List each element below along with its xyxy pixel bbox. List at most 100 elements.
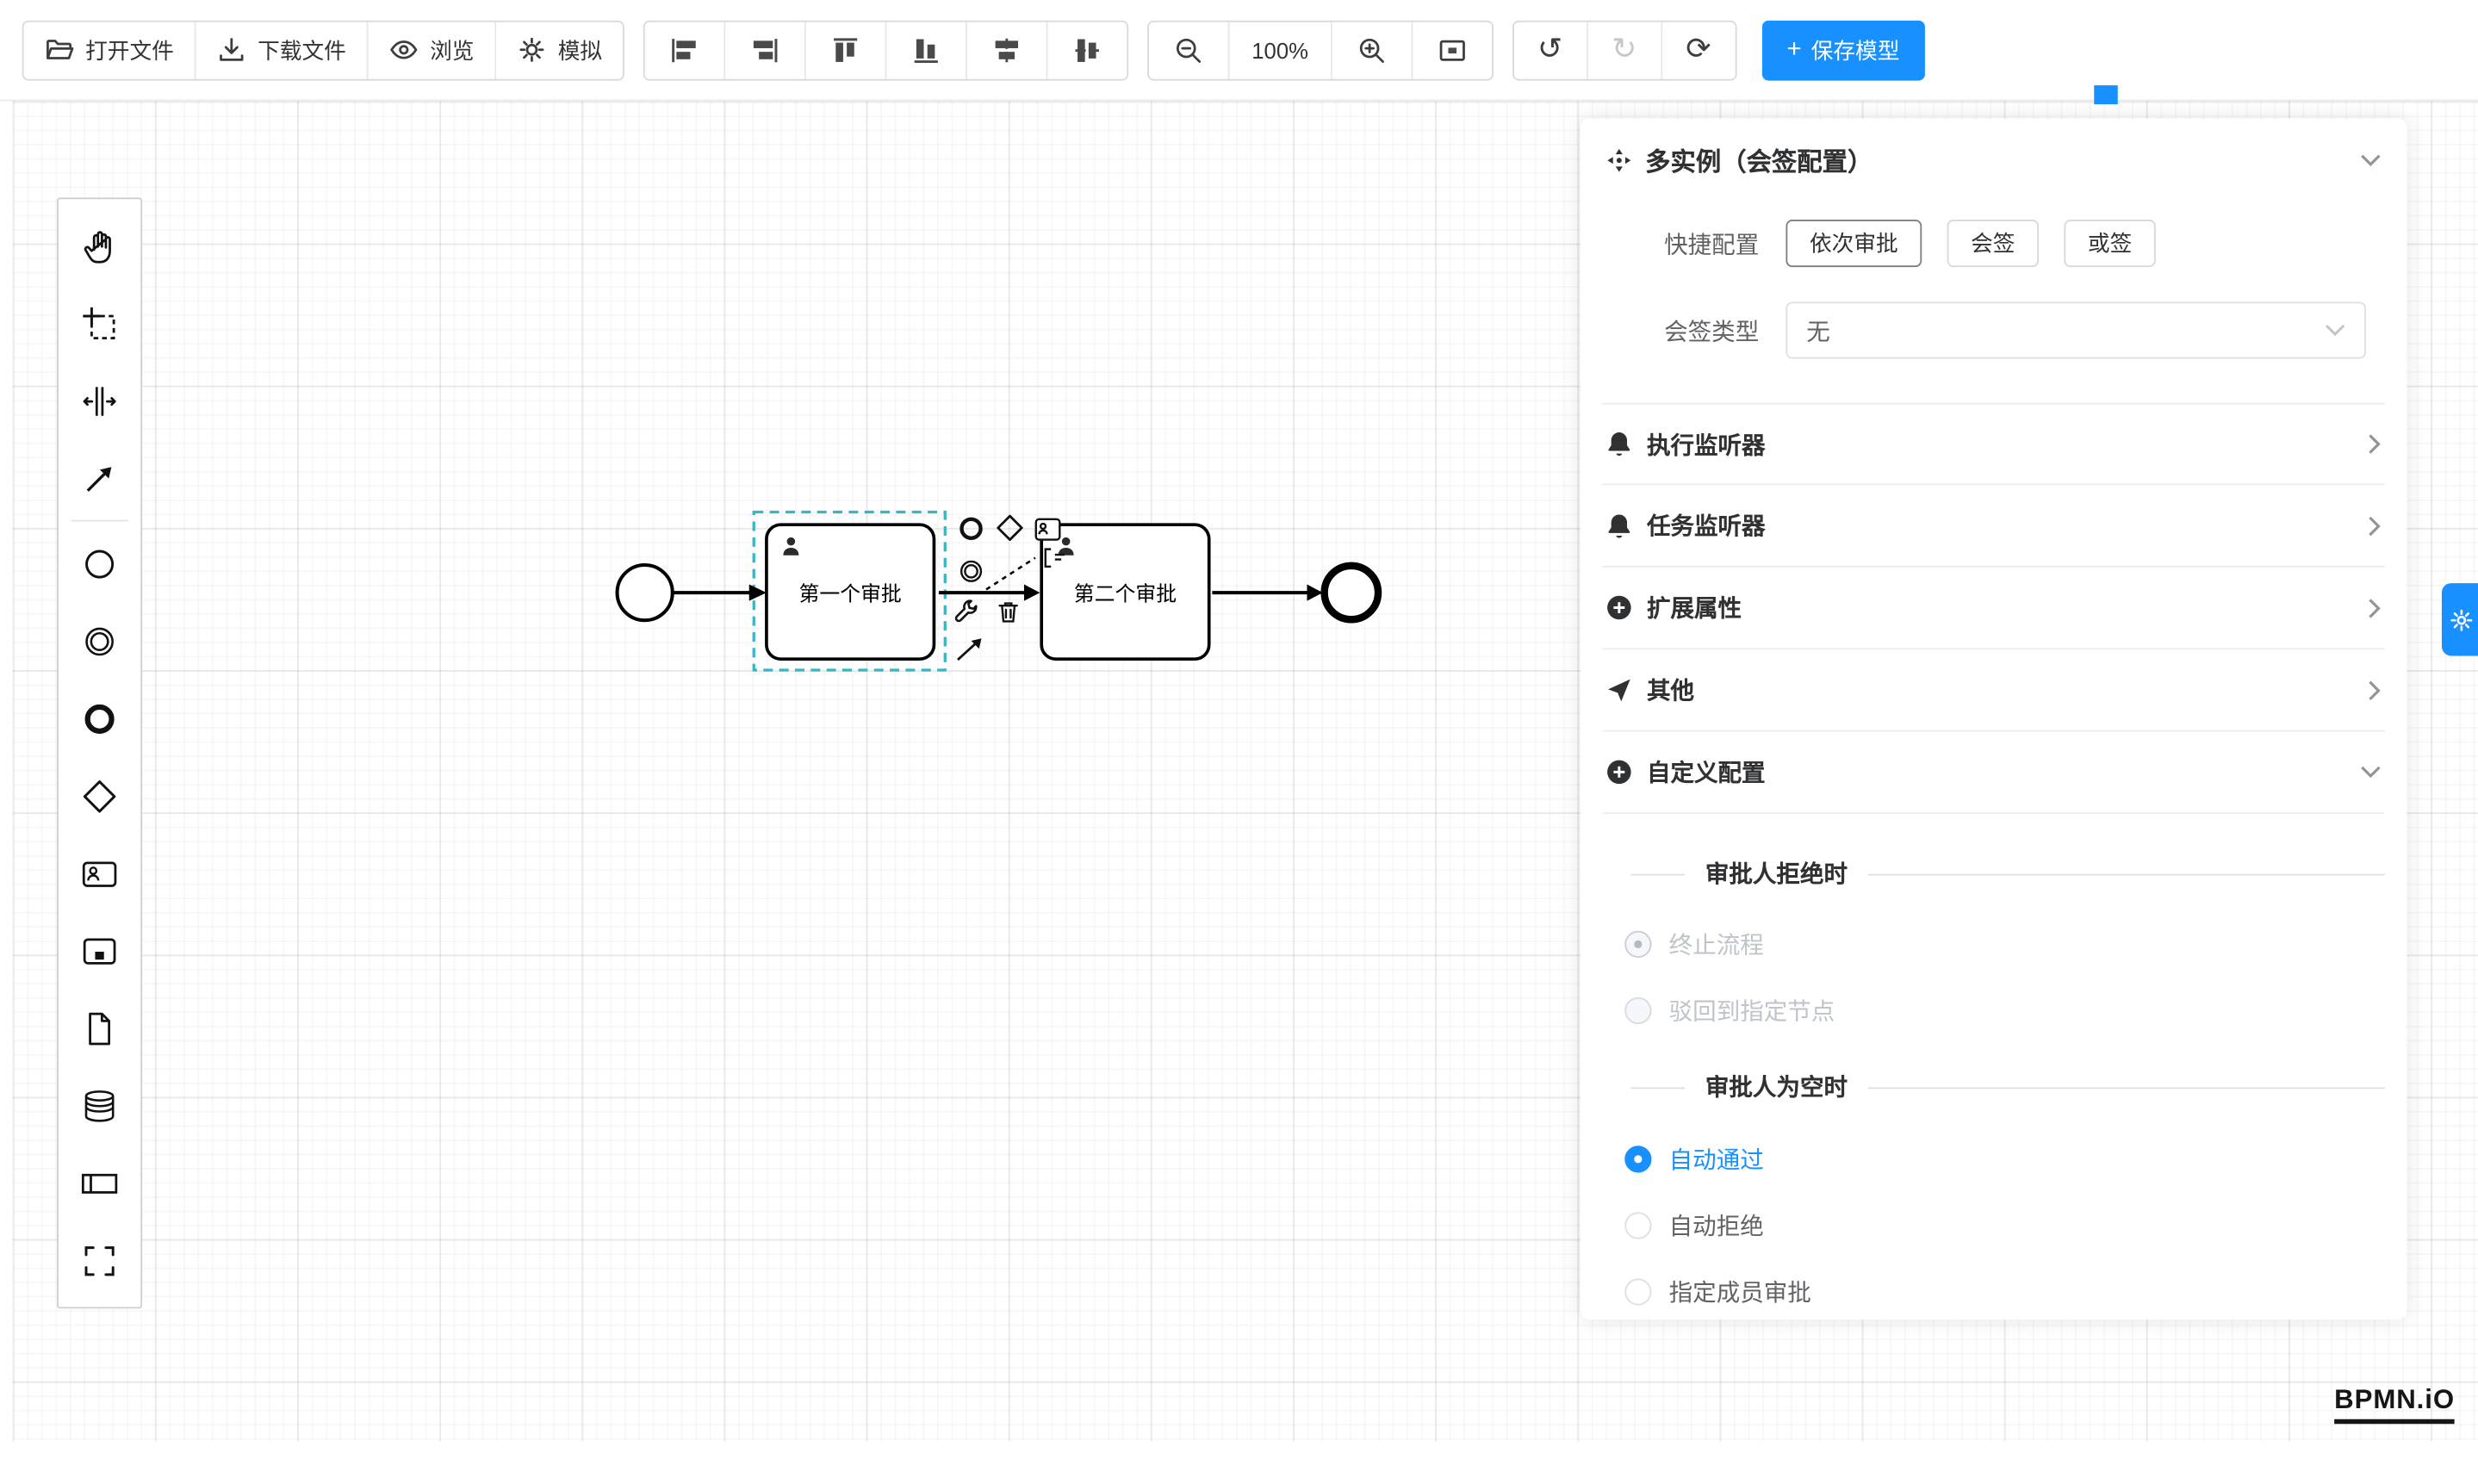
align-bottom-button[interactable] xyxy=(886,21,967,78)
connect-preview-line xyxy=(985,556,1036,591)
user-task-1[interactable]: 第一个审批 xyxy=(765,523,936,661)
radio-assign-member[interactable]: 指定成员审批 xyxy=(1603,1274,2385,1308)
open-file-button[interactable]: 打开文件 xyxy=(23,21,196,78)
section-execution-listener[interactable]: 执行监听器 xyxy=(1602,402,2385,486)
trash-icon xyxy=(998,602,1018,623)
hand-tool[interactable] xyxy=(63,207,135,284)
align-top-icon xyxy=(834,37,858,62)
simulate-button[interactable]: 模拟 xyxy=(496,21,623,78)
radio-auto-reject[interactable]: 自动拒绝 xyxy=(1603,1208,2385,1242)
browse-label: 浏览 xyxy=(430,37,475,63)
intermediate-event-icon xyxy=(85,626,114,655)
browse-button[interactable]: 浏览 xyxy=(368,21,497,78)
radio-terminate-process[interactable]: 终止流程 xyxy=(1603,926,2385,960)
align-left-button[interactable] xyxy=(644,21,726,78)
zoom-level: 100% xyxy=(1230,21,1332,78)
wrench-icon xyxy=(954,599,978,623)
panel-anchor-marker xyxy=(2094,85,2118,105)
fit-view-button[interactable] xyxy=(1413,21,1492,78)
folder-open-icon xyxy=(47,40,74,59)
section-label: 自定义配置 xyxy=(1646,760,1766,787)
append-task-button[interactable] xyxy=(1034,517,1062,542)
multi-instance-icon xyxy=(1607,147,1631,171)
settings-drawer-toggle[interactable] xyxy=(2441,583,2478,656)
plus-circle-icon xyxy=(1607,760,1631,785)
user-task-2[interactable]: 第二个审批 xyxy=(1040,523,1211,661)
multi-instance-header[interactable]: 多实例（会签配置） xyxy=(1603,121,2385,197)
chevron-down-icon[interactable] xyxy=(2360,152,2382,167)
end-event-shape[interactable] xyxy=(1320,562,1382,624)
sign-type-select[interactable]: 无 xyxy=(1786,301,2366,359)
align-vertical-center-button[interactable] xyxy=(1047,21,1127,78)
append-end-event-button[interactable] xyxy=(958,515,984,542)
zoom-in-button[interactable] xyxy=(1332,21,1413,78)
reject-group-title-text: 审批人拒绝时 xyxy=(1705,861,1848,889)
plus-circle-icon xyxy=(1607,595,1631,620)
create-gateway[interactable] xyxy=(63,757,135,835)
file-icon xyxy=(89,1011,110,1045)
redo-button[interactable]: ↻ xyxy=(1587,21,1662,78)
history-group: ↺ ↻ ⟳ xyxy=(1512,19,1736,80)
save-model-button[interactable]: + 保存模型 xyxy=(1761,19,1925,80)
align-top-button[interactable] xyxy=(805,21,887,78)
quick-config-label: 快捷配置 xyxy=(1664,231,1760,259)
section-label: 任务监听器 xyxy=(1646,513,1766,541)
quick-option-orsign[interactable]: 或签 xyxy=(2064,220,2156,268)
section-task-listener[interactable]: 任务监听器 xyxy=(1602,485,2385,568)
radio-label: 指定成员审批 xyxy=(1668,1279,1811,1307)
radio-button[interactable] xyxy=(1624,1277,1652,1305)
replace-element-button[interactable] xyxy=(953,599,979,625)
section-extended-properties[interactable]: 扩展属性 xyxy=(1602,568,2385,650)
create-data-store[interactable] xyxy=(63,1067,135,1145)
radio-button[interactable] xyxy=(1624,929,1652,958)
user-task-marker-icon xyxy=(1058,537,1074,556)
create-call-activity[interactable] xyxy=(63,912,135,990)
append-text-annotation-button[interactable] xyxy=(1041,545,1068,570)
delete-element-button[interactable] xyxy=(996,599,1021,625)
section-other[interactable]: 其他 xyxy=(1602,649,2385,732)
radio-return-to-node[interactable]: 驳回到指定节点 xyxy=(1603,992,2385,1027)
create-group[interactable] xyxy=(63,1221,135,1299)
radio-button[interactable] xyxy=(1624,996,1652,1024)
chevron-right-icon xyxy=(2369,515,2381,536)
lasso-icon xyxy=(83,306,115,339)
section-custom-config[interactable]: 自定义配置 xyxy=(1602,732,2385,814)
create-start-event[interactable] xyxy=(63,525,135,602)
create-intermediate-event[interactable] xyxy=(63,602,135,680)
create-data-object[interactable] xyxy=(63,990,135,1067)
align-right-button[interactable] xyxy=(725,21,806,78)
zoom-out-button[interactable] xyxy=(1148,21,1230,78)
lasso-tool[interactable] xyxy=(63,284,135,362)
undo-button[interactable]: ↺ xyxy=(1513,21,1588,78)
radio-button[interactable] xyxy=(1624,1145,1652,1172)
radio-auto-pass[interactable]: 自动通过 xyxy=(1603,1141,2385,1176)
create-end-event[interactable] xyxy=(63,680,135,757)
append-intermediate-event-button[interactable] xyxy=(958,558,984,585)
connect-tool-button[interactable] xyxy=(953,634,984,664)
append-gateway-button[interactable] xyxy=(996,513,1024,542)
download-file-button[interactable]: 下载文件 xyxy=(196,21,369,78)
align-horizontal-center-button[interactable] xyxy=(966,21,1048,78)
space-tool[interactable] xyxy=(63,362,135,439)
chevron-right-icon xyxy=(2369,598,2381,618)
chevron-right-icon xyxy=(2369,680,2381,700)
append-gateway-icon xyxy=(997,514,1023,541)
chevron-down-icon xyxy=(2325,324,2345,337)
create-user-task[interactable] xyxy=(63,835,135,912)
hand-icon xyxy=(84,230,111,263)
eye-icon xyxy=(390,40,418,59)
global-connect-tool[interactable] xyxy=(63,439,135,517)
sync-button[interactable]: ⟳ xyxy=(1661,21,1735,78)
simulate-gear-icon xyxy=(519,37,544,62)
text-annotation-icon xyxy=(1044,548,1065,568)
start-event-shape[interactable] xyxy=(615,562,674,623)
radio-button[interactable] xyxy=(1624,1211,1652,1239)
bpmnio-logo[interactable]: BPMN.iO xyxy=(2334,1384,2456,1425)
quick-option-countersign[interactable]: 会签 xyxy=(1947,220,2040,268)
create-participant[interactable] xyxy=(63,1144,135,1221)
chevron-down-icon xyxy=(2361,766,2381,779)
align-vertical-center-icon xyxy=(1075,38,1100,62)
database-icon xyxy=(84,1090,115,1121)
quick-option-sequential[interactable]: 依次审批 xyxy=(1786,220,1922,268)
